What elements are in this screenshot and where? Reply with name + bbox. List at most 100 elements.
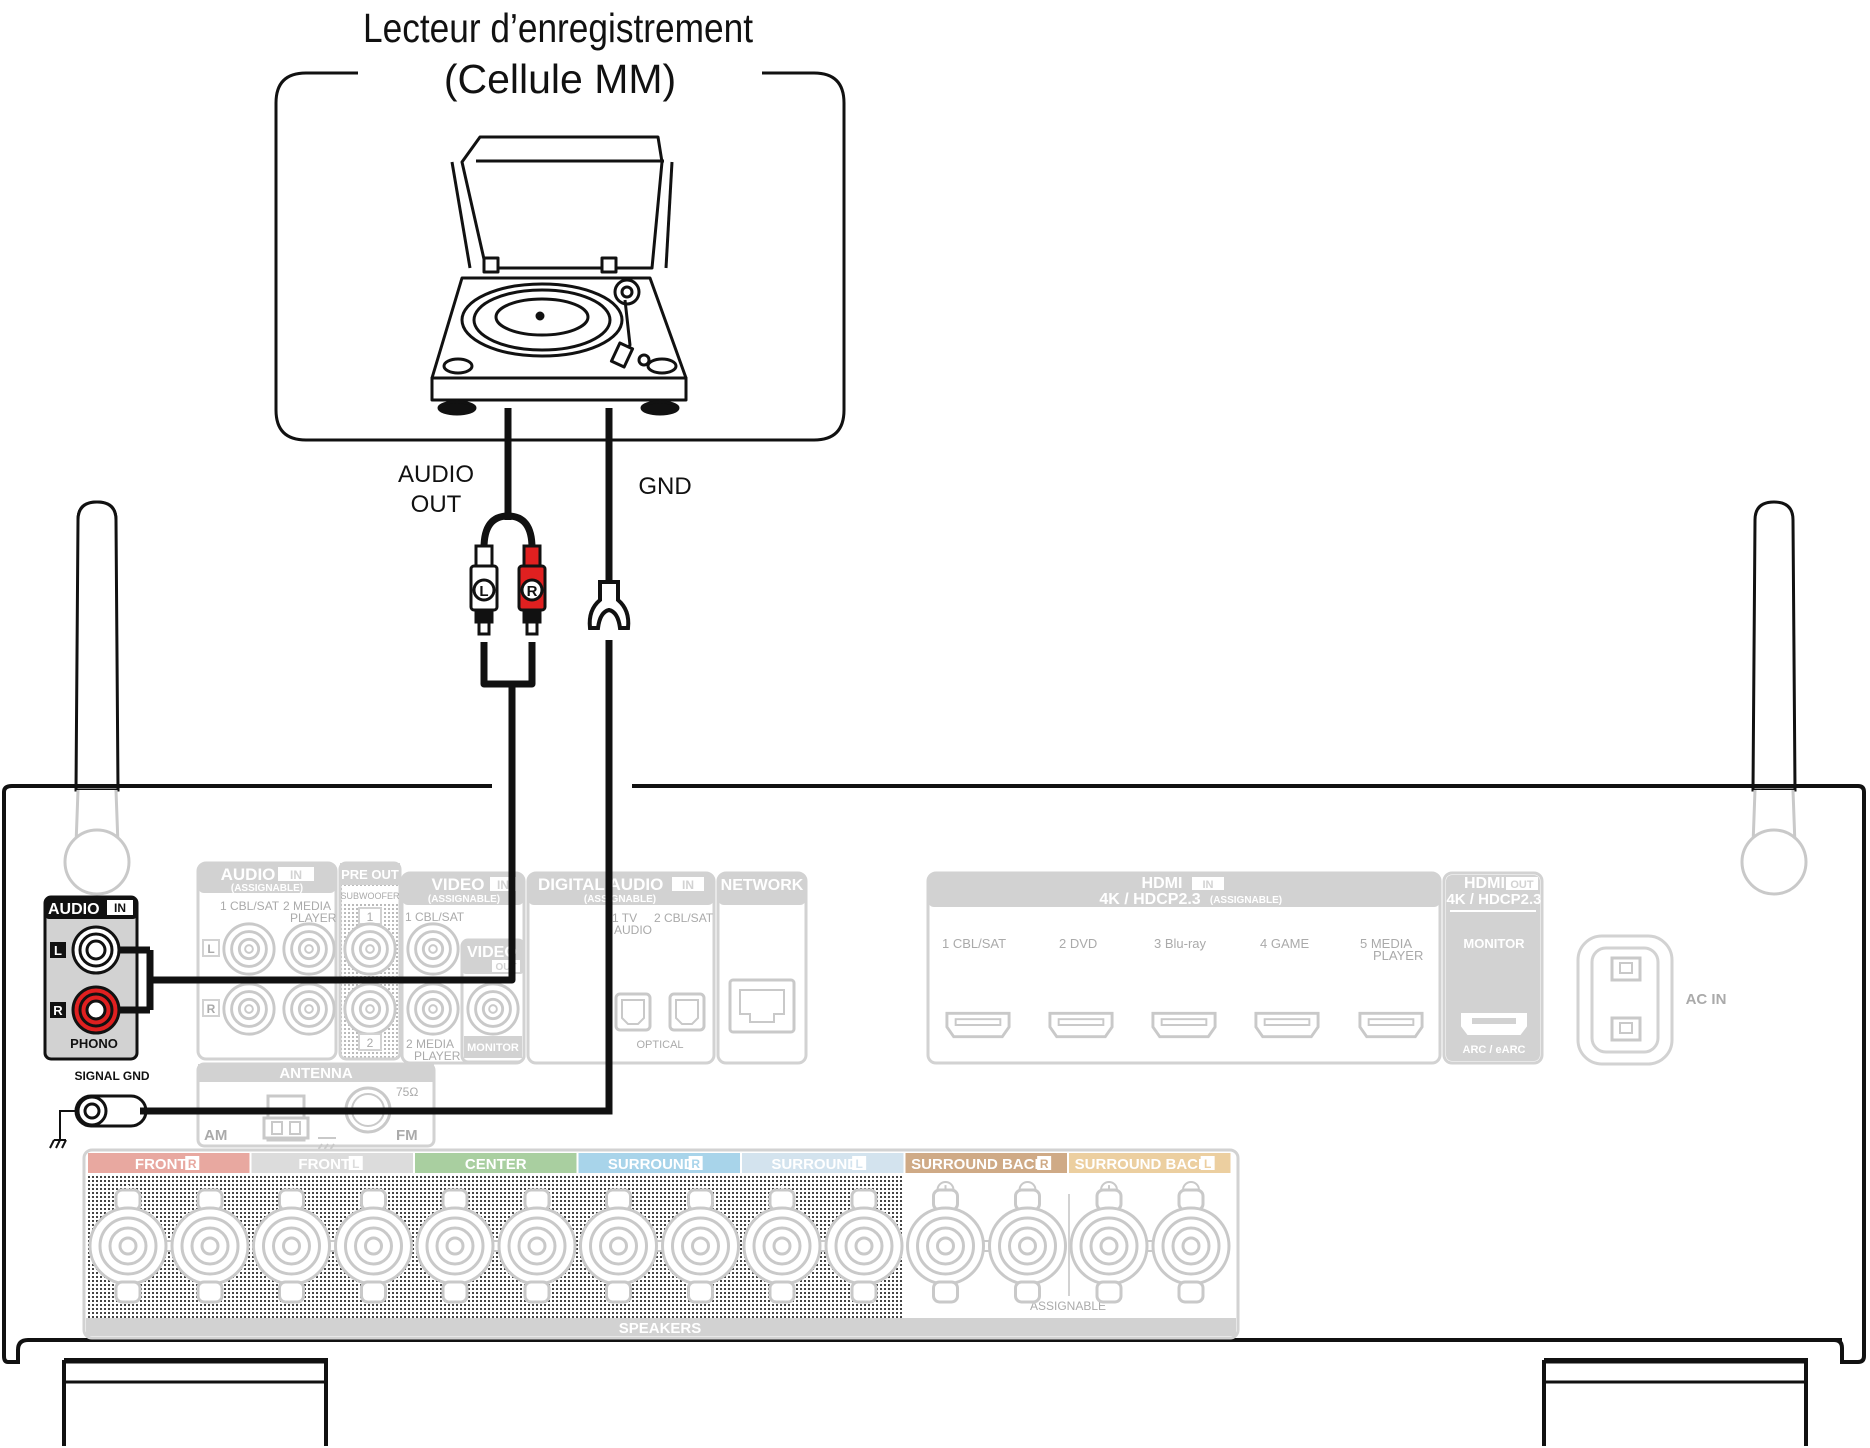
antenna-title: ANTENNA: [279, 1065, 352, 1082]
speaker-channel-letter: R: [691, 1157, 700, 1171]
audio-cable: [120, 408, 536, 1014]
digital-audio-cbl: 2 CBL/SAT: [654, 911, 714, 925]
antenna-am: AM: [204, 1127, 227, 1144]
speaker-group-header: [1069, 1153, 1231, 1173]
speaker-channel-badge: [688, 1156, 703, 1170]
hdmi-in-title: HDMI: [1142, 875, 1183, 892]
digital-audio-tv-a: 1 TV: [612, 911, 637, 925]
pre-out-2: 2: [367, 1036, 374, 1050]
hdmi-in-in-badge: IN: [1203, 879, 1214, 891]
speaker-group-name: FRONT: [135, 1156, 187, 1173]
video-in-title: VIDEO: [432, 875, 485, 894]
ac-in-socket: AC IN: [1576, 934, 1727, 1066]
hdmi-out-section: HDMI OUT 4K / HDCP2.3 MONITOR ARC / eARC: [1442, 871, 1544, 1065]
phono-header: AUDIO: [48, 901, 100, 918]
speaker-group-header: [905, 1153, 1067, 1173]
audio-in-l: L: [207, 942, 214, 956]
chassis-outline: [2, 784, 1866, 1364]
speaker-group-name: SURROUND: [608, 1156, 695, 1173]
antenna-ohm: 75Ω: [396, 1085, 418, 1099]
video-in-in-badge: IN: [497, 878, 509, 892]
video-in-ch2b: PLAYER: [414, 1049, 461, 1063]
pre-out-section: PRE OUT SUBWOOFER 1 2: [338, 861, 402, 1061]
audio-in-title: AUDIO: [221, 865, 276, 884]
audio-in-section: AUDIO IN (ASSIGNABLE) 1 CBL/SAT 2 MEDIA …: [196, 861, 338, 1061]
hdmi-out-title: HDMI: [1464, 875, 1505, 892]
video-in-assignable: (ASSIGNABLE): [428, 894, 500, 905]
foot-left: [62, 1358, 328, 1446]
network-title: NETWORK: [721, 877, 804, 894]
audio-in-r: R: [207, 1002, 216, 1016]
digital-audio-section: DIGITAL AUDIO IN (ASSIGNABLE) 1 TV AUDIO…: [526, 871, 716, 1065]
phono-header-in: IN: [114, 901, 126, 915]
foot-right: [1542, 1358, 1808, 1446]
phono-label: PHONO: [70, 1036, 118, 1051]
plug-l-label: L: [479, 583, 488, 600]
hdmi-out-spec: 4K / HDCP2.3: [1446, 891, 1541, 908]
rca-plug-l: L: [469, 544, 499, 636]
hdmi-in-input-3: 3 Blu-ray: [1154, 936, 1207, 951]
ground-spade-lug: [587, 580, 631, 630]
digital-audio-tv-b: AUDIO: [614, 923, 652, 937]
phono-input-block: AUDIO IN L R PHONO: [43, 895, 139, 1061]
speaker-group-header: [251, 1153, 413, 1173]
hdmi-in-input-2: 2 DVD: [1059, 936, 1097, 951]
digital-audio-in-badge: IN: [682, 878, 694, 892]
hdmi-in-input-4: 4 GAME: [1260, 936, 1309, 951]
hdmi-in-input-5: 5 MEDIA: [1360, 936, 1412, 951]
digital-audio-optical: OPTICAL: [636, 1039, 683, 1051]
plug-r-label: R: [527, 583, 538, 600]
speaker-group-header: [88, 1153, 250, 1173]
speakers-label: SPEAKERS: [619, 1320, 702, 1337]
device-frame: [274, 71, 846, 442]
pre-out-title: PRE OUT: [341, 867, 399, 882]
audio-in-ch1: 1 CBL/SAT: [220, 899, 280, 913]
speaker-group-name: SURROUND BACK: [1075, 1156, 1209, 1173]
network-section: NETWORK: [716, 871, 808, 1065]
digital-audio-title: DIGITAL AUDIO: [538, 875, 663, 894]
speaker-channel-badge: [348, 1156, 363, 1170]
hdmi-in-player: PLAYER: [1373, 948, 1423, 963]
video-out-title: VIDEO: [467, 944, 517, 961]
hdmi-in-section: HDMI IN 4K / HDCP2.3 (ASSIGNABLE) 1 CBL/…: [926, 871, 1442, 1065]
speakers-assignable: ASSIGNABLE: [1030, 1299, 1106, 1313]
gnd-cable: [140, 408, 613, 1115]
signal-gnd-terminal: SIGNAL GND: [49, 1069, 150, 1149]
antenna-section: ANTENNA AM FM 75Ω: [196, 1062, 436, 1151]
receiver-rear-panel: AUDIO IN (ASSIGNABLE) 1 CBL/SAT 2 MEDIA …: [2, 500, 1866, 1446]
ac-in-label: AC IN: [1686, 991, 1727, 1008]
video-out-out-badge: OUT: [495, 962, 516, 973]
hdmi-out-out-badge: OUT: [1510, 879, 1534, 891]
phono-l-label: L: [54, 943, 62, 958]
audio-in-ch2a: 2 MEDIA: [283, 899, 331, 913]
speaker-channel-badge: [1200, 1156, 1215, 1170]
hdmi-out-arc: ARC / eARC: [1463, 1044, 1526, 1056]
device-title-line2: (Cellule MM): [444, 56, 676, 102]
speaker-group-name: FRONT: [298, 1156, 350, 1173]
audio-out-label-line2: OUT: [411, 491, 462, 518]
speaker-group-name: SURROUND: [771, 1156, 858, 1173]
speaker-channel-letter: L: [352, 1157, 359, 1171]
speaker-channel-badge: [852, 1156, 867, 1170]
digital-audio-assignable: (ASSIGNABLE): [584, 894, 656, 905]
antenna-fm: FM: [396, 1127, 418, 1144]
hdmi-in-assignable: (ASSIGNABLE): [1210, 895, 1282, 906]
speaker-group-name: CENTER: [465, 1156, 527, 1173]
speaker-channel-letter: R: [188, 1157, 197, 1171]
pre-out-1: 1: [367, 910, 374, 924]
pre-out-subwoofer: SUBWOOFER: [340, 891, 400, 901]
audio-in-in-badge: IN: [290, 868, 302, 882]
phono-r-label: R: [53, 1003, 63, 1018]
audio-in-ch2b: PLAYER: [290, 911, 337, 925]
audio-in-assignable: (ASSIGNABLE): [231, 883, 303, 894]
hdmi-out-monitor: MONITOR: [1463, 936, 1525, 951]
video-in-ch2a: 2 MEDIA: [406, 1037, 454, 1051]
speaker-group-name: SURROUND BACK: [911, 1156, 1045, 1173]
hdmi-in-input-1: 1 CBL/SAT: [942, 936, 1006, 951]
speaker-group-header: [415, 1153, 577, 1173]
device-title-line1: Lecteur d’enregistrement: [363, 5, 754, 51]
antenna-right-icon: [1740, 500, 1808, 896]
speaker-channel-letter: L: [1204, 1157, 1211, 1171]
